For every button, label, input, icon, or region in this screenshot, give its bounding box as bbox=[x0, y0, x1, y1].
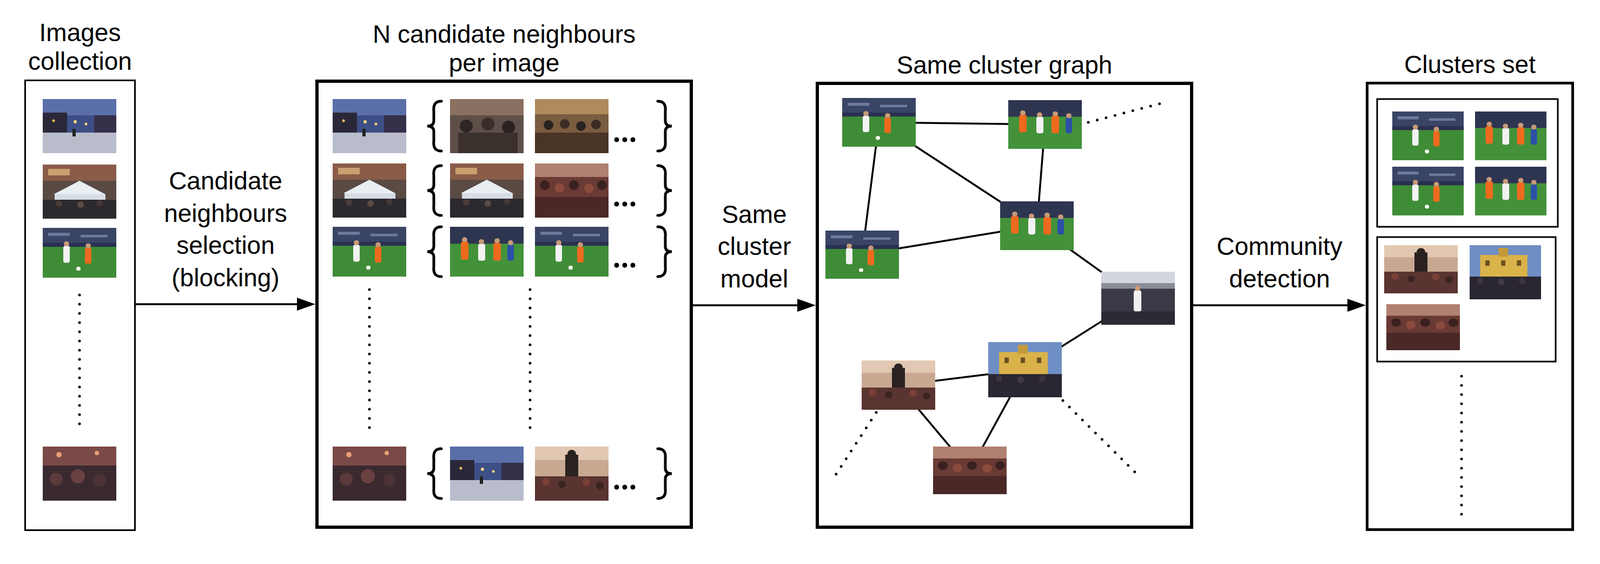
photo bbox=[1392, 166, 1464, 216]
arrow-head bbox=[1347, 298, 1366, 312]
photo bbox=[42, 227, 117, 278]
photo bbox=[450, 446, 524, 501]
photo bbox=[1008, 100, 1082, 149]
photo bbox=[534, 163, 609, 218]
brace bbox=[657, 448, 672, 499]
brace bbox=[657, 101, 672, 151]
ellipsis bbox=[614, 262, 636, 268]
flow-arrow bbox=[1193, 298, 1366, 312]
vertical-dots bbox=[1460, 375, 1464, 520]
stage-box: Clusters set bbox=[1365, 81, 1575, 531]
stage-box: Same cluster graph bbox=[815, 81, 1194, 529]
brace bbox=[427, 165, 442, 216]
ellipsis bbox=[614, 137, 636, 143]
stage-box: N candidate neighbours per image bbox=[315, 79, 693, 529]
photo bbox=[450, 163, 524, 218]
vertical-dots bbox=[368, 289, 372, 431]
brace bbox=[427, 101, 442, 151]
photo bbox=[42, 98, 117, 154]
photo bbox=[842, 97, 916, 147]
brace bbox=[427, 226, 442, 277]
photo bbox=[861, 360, 936, 410]
column-heading: Same cluster graph bbox=[815, 50, 1194, 80]
arrow-line bbox=[135, 302, 299, 306]
photo bbox=[825, 230, 899, 279]
photo bbox=[933, 446, 1007, 494]
ellipsis bbox=[614, 484, 636, 490]
brace bbox=[657, 226, 672, 277]
photo bbox=[1384, 245, 1458, 294]
arrow-head bbox=[296, 297, 316, 311]
stage-box: Images collection bbox=[24, 79, 136, 531]
photo bbox=[988, 341, 1062, 398]
ellipsis bbox=[614, 201, 636, 207]
photo bbox=[1475, 166, 1547, 216]
photo bbox=[332, 98, 407, 154]
photo bbox=[1392, 111, 1464, 161]
brace bbox=[427, 448, 442, 499]
column-heading: Clusters set bbox=[1365, 50, 1575, 79]
arrow-label: Candidate neighbours selection (blocking… bbox=[149, 164, 302, 295]
photo bbox=[332, 163, 407, 218]
photo bbox=[42, 164, 117, 219]
graph-edges bbox=[862, 122, 1139, 471]
photo bbox=[1101, 271, 1175, 325]
cluster-frame bbox=[1377, 98, 1558, 227]
photo bbox=[450, 98, 524, 154]
column-heading: Images collection bbox=[9, 18, 151, 76]
photo bbox=[332, 446, 407, 501]
arrow-label: Same cluster model bbox=[700, 198, 809, 296]
arrow-head bbox=[797, 298, 816, 312]
vertical-dots bbox=[78, 294, 82, 433]
arrow-line bbox=[692, 303, 799, 307]
photo bbox=[1469, 245, 1542, 300]
photo bbox=[1475, 111, 1547, 161]
arrow-label: Community detection bbox=[1201, 230, 1359, 296]
flow-arrow bbox=[692, 298, 816, 312]
vertical-dots bbox=[529, 289, 532, 431]
arrow-line bbox=[1193, 303, 1349, 307]
photo bbox=[42, 446, 117, 501]
photo bbox=[1386, 303, 1460, 350]
photo bbox=[534, 98, 609, 154]
photo bbox=[450, 226, 524, 277]
column-heading: N candidate neighbours per image bbox=[363, 20, 645, 78]
photo bbox=[1000, 201, 1074, 250]
photo bbox=[332, 226, 407, 277]
flow-arrow bbox=[135, 297, 316, 311]
cluster-frame bbox=[1377, 236, 1556, 362]
photo bbox=[534, 226, 609, 277]
photo bbox=[534, 446, 609, 501]
brace bbox=[657, 165, 672, 216]
